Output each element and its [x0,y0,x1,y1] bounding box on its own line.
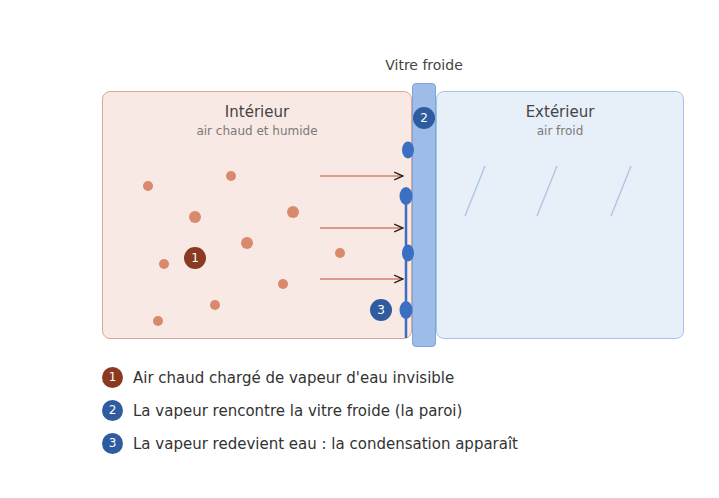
callout-number: 2 [413,107,435,129]
node-text: Vitre froide [364,56,484,74]
callout-text: 3 [370,299,392,321]
callout-number: 1 [184,247,206,269]
callout-number: 3 [109,436,117,450]
legend-text: Air chaud chargé de vapeur d'eau invisib… [133,368,454,388]
callout-text: 2 [413,107,435,129]
legend-swatch: 3 [102,433,123,454]
callout-text: 1 [184,247,206,269]
interior-box: Intérieur air chaud et humide 1 3 [102,91,412,339]
callout-number: 1 [109,370,117,384]
legend-text: La vapeur redevient eau : la condensatio… [133,434,518,454]
exterior-box: Extérieur air froid [436,91,684,339]
node-text: Intérieur [103,103,411,121]
callout-number: 3 [370,299,392,321]
node-text: air froid [437,124,683,139]
legend-swatch: 1 [102,367,123,388]
node-text: Extérieur [437,103,683,121]
glass-pane: Vitre froide2 [412,83,436,347]
legend-text: La vapeur rencontre la vitre froide (la … [133,401,462,421]
node-text: air chaud et humide [103,124,411,139]
callout-number: 2 [109,403,117,417]
legend-swatch: 2 [102,400,123,421]
